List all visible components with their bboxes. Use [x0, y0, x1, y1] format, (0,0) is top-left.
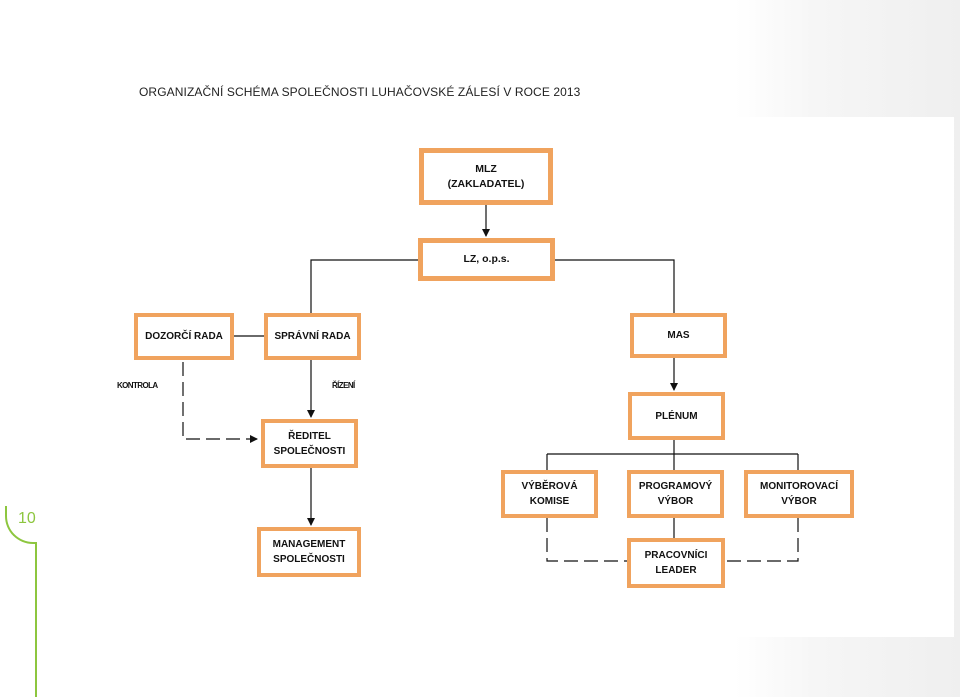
node-reditel: ŘEDITEL SPOLEČNOSTI — [261, 419, 358, 468]
node-plenum: PLÉNUM — [628, 392, 725, 440]
node-mlz: MLZ (ZAKLADATEL) — [419, 148, 553, 205]
edge-monitorovaci-pracovnici-dashed — [725, 518, 799, 562]
node-spravni-rada: SPRÁVNÍ RADA — [264, 313, 361, 360]
node-mas: MAS — [630, 313, 727, 358]
edge-lz-spravni-rada — [310, 259, 418, 313]
node-programovy-vybor: PROGRAMOVÝ VÝBOR — [627, 470, 724, 518]
edge-vyberova-pracovnici-dashed — [546, 518, 627, 562]
margin-line-decoration — [35, 542, 37, 697]
node-dozorci-rada: DOZORČÍ RADA — [134, 313, 234, 360]
edge-lz-mas — [555, 259, 675, 313]
node-monitorovaci-vybor: MONITOROVACÍ VÝBOR — [744, 470, 854, 518]
edge-label-kontrola: KONTROLA — [117, 381, 158, 390]
node-pracovnici-leader: PRACOVNÍCI LEADER — [627, 538, 725, 588]
edge-kontrola-dashed — [182, 362, 258, 443]
edge-label-rizeni: ŘÍZENÍ — [332, 381, 355, 390]
node-management: MANAGEMENT SPOLEČNOSTI — [257, 527, 361, 577]
node-lz-ops: LZ, o.p.s. — [418, 238, 555, 281]
node-vyberova-komise: VÝBĚROVÁ KOMISE — [501, 470, 598, 518]
page-title: ORGANIZAČNÍ SCHÉMA SPOLEČNOSTI LUHAČOVSK… — [139, 85, 581, 99]
page-number: 10 — [18, 510, 36, 527]
